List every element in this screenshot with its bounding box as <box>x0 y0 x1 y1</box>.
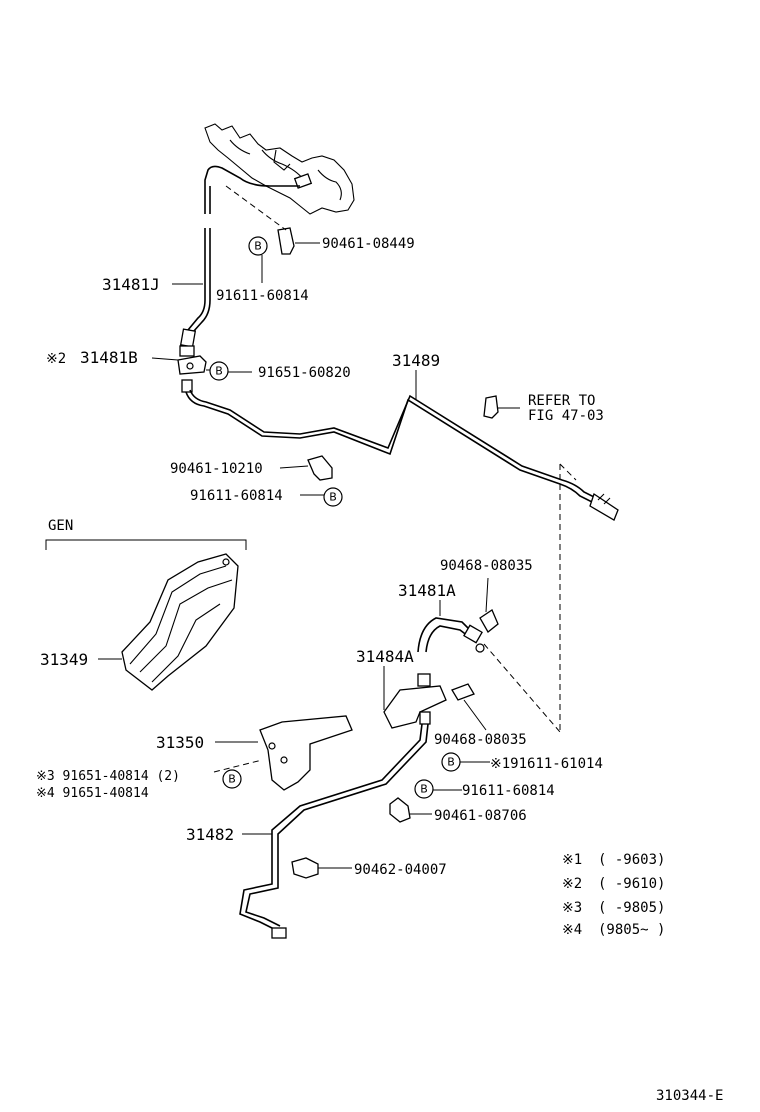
label-90468-08035-b: 90468-08035 <box>434 732 527 748</box>
bracket-31481b <box>151 355 212 375</box>
svg-text:B: B <box>447 756 455 769</box>
pipe-31489 <box>181 370 619 521</box>
bolt-marker-b: B <box>414 779 462 799</box>
bracket-31350 <box>213 715 353 791</box>
label-90461-08449: 90461-08449 <box>322 236 415 252</box>
label-31481a: 31481A <box>398 581 456 600</box>
note-range: ( -9603) <box>598 852 665 868</box>
bolt-marker-b: B <box>441 752 490 772</box>
shield-31349 <box>98 553 239 691</box>
note-range: ( -9610) <box>598 876 665 892</box>
note-mark: ※4 <box>562 922 582 938</box>
pipe-31482 <box>239 711 431 939</box>
bolt-marker-b: B <box>248 236 268 283</box>
label-refer-line2: FIG 47-03 <box>528 408 604 424</box>
label-91611-60814-b: 91611-60814 <box>190 488 283 504</box>
label-91611-60814-a: 91611-60814 <box>216 288 309 304</box>
bracket-31484a <box>383 666 447 729</box>
clip-90468-08035-top <box>479 577 499 633</box>
note-mark: ※1 <box>562 852 582 868</box>
svg-text:B: B <box>228 773 236 786</box>
dashed-guide-31489 <box>483 463 577 733</box>
svg-text:B: B <box>254 240 262 253</box>
bolt-marker-b: B <box>209 361 252 381</box>
label-mark2: ※2 <box>46 351 66 367</box>
label-31350: 31350 <box>156 733 204 752</box>
clip-90461-08449 <box>225 185 320 255</box>
label-90468-08035-a: 90468-08035 <box>440 558 533 574</box>
label-90462-04007: 90462-04007 <box>354 862 447 878</box>
gen-group-bracket <box>45 539 247 550</box>
clip-90461-08706 <box>389 797 432 823</box>
note-mark: ※2 <box>562 876 582 892</box>
clip-refer-fig <box>483 395 520 419</box>
bolt-marker-b: B <box>222 769 242 789</box>
label-mark4-line: ※4 91651-40814 <box>36 786 149 801</box>
label-90461-10210: 90461-10210 <box>170 461 263 477</box>
clip-90462-04007 <box>291 857 352 879</box>
label-31484a: 31484A <box>356 647 414 666</box>
clip-90468-08035-bottom <box>451 683 487 731</box>
part-labels: 90461-08449 91611-60814 31481J ※2 31481B… <box>36 236 604 878</box>
label-90461-08706: 90461-08706 <box>434 808 527 824</box>
label-31482: 31482 <box>186 825 234 844</box>
label-31349: 31349 <box>40 650 88 669</box>
engine-component-illustration <box>204 123 355 215</box>
note-mark: ※3 <box>562 900 582 916</box>
note-range: (9805~ ) <box>598 922 665 938</box>
bolt-marker-b: B <box>300 487 343 507</box>
label-91611-60814-c: 91611-60814 <box>462 783 555 799</box>
note-range: ( -9805) <box>598 900 665 916</box>
label-91611-61014: ※191611-61014 <box>490 756 603 772</box>
hose-31481a <box>417 600 485 653</box>
label-31489: 31489 <box>392 351 440 370</box>
label-mark3-line: ※3 91651-40814 (2) <box>36 769 180 784</box>
label-31481j: 31481J <box>102 275 160 294</box>
label-gen: GEN <box>48 518 73 534</box>
pipe-31481j <box>179 165 300 357</box>
notes-legend: ※1 ( -9603) ※2 ( -9610) ※3 ( -9805) ※4 (… <box>562 852 665 938</box>
figure-id: 310344-E <box>656 1088 723 1104</box>
clip-90461-10210 <box>279 455 333 481</box>
svg-text:B: B <box>420 783 428 796</box>
svg-text:B: B <box>215 365 223 378</box>
label-91651-60820: 91651-60820 <box>258 365 351 381</box>
label-refer-line1: REFER TO <box>528 393 595 409</box>
svg-text:B: B <box>329 491 337 504</box>
label-31481b: 31481B <box>80 348 138 367</box>
